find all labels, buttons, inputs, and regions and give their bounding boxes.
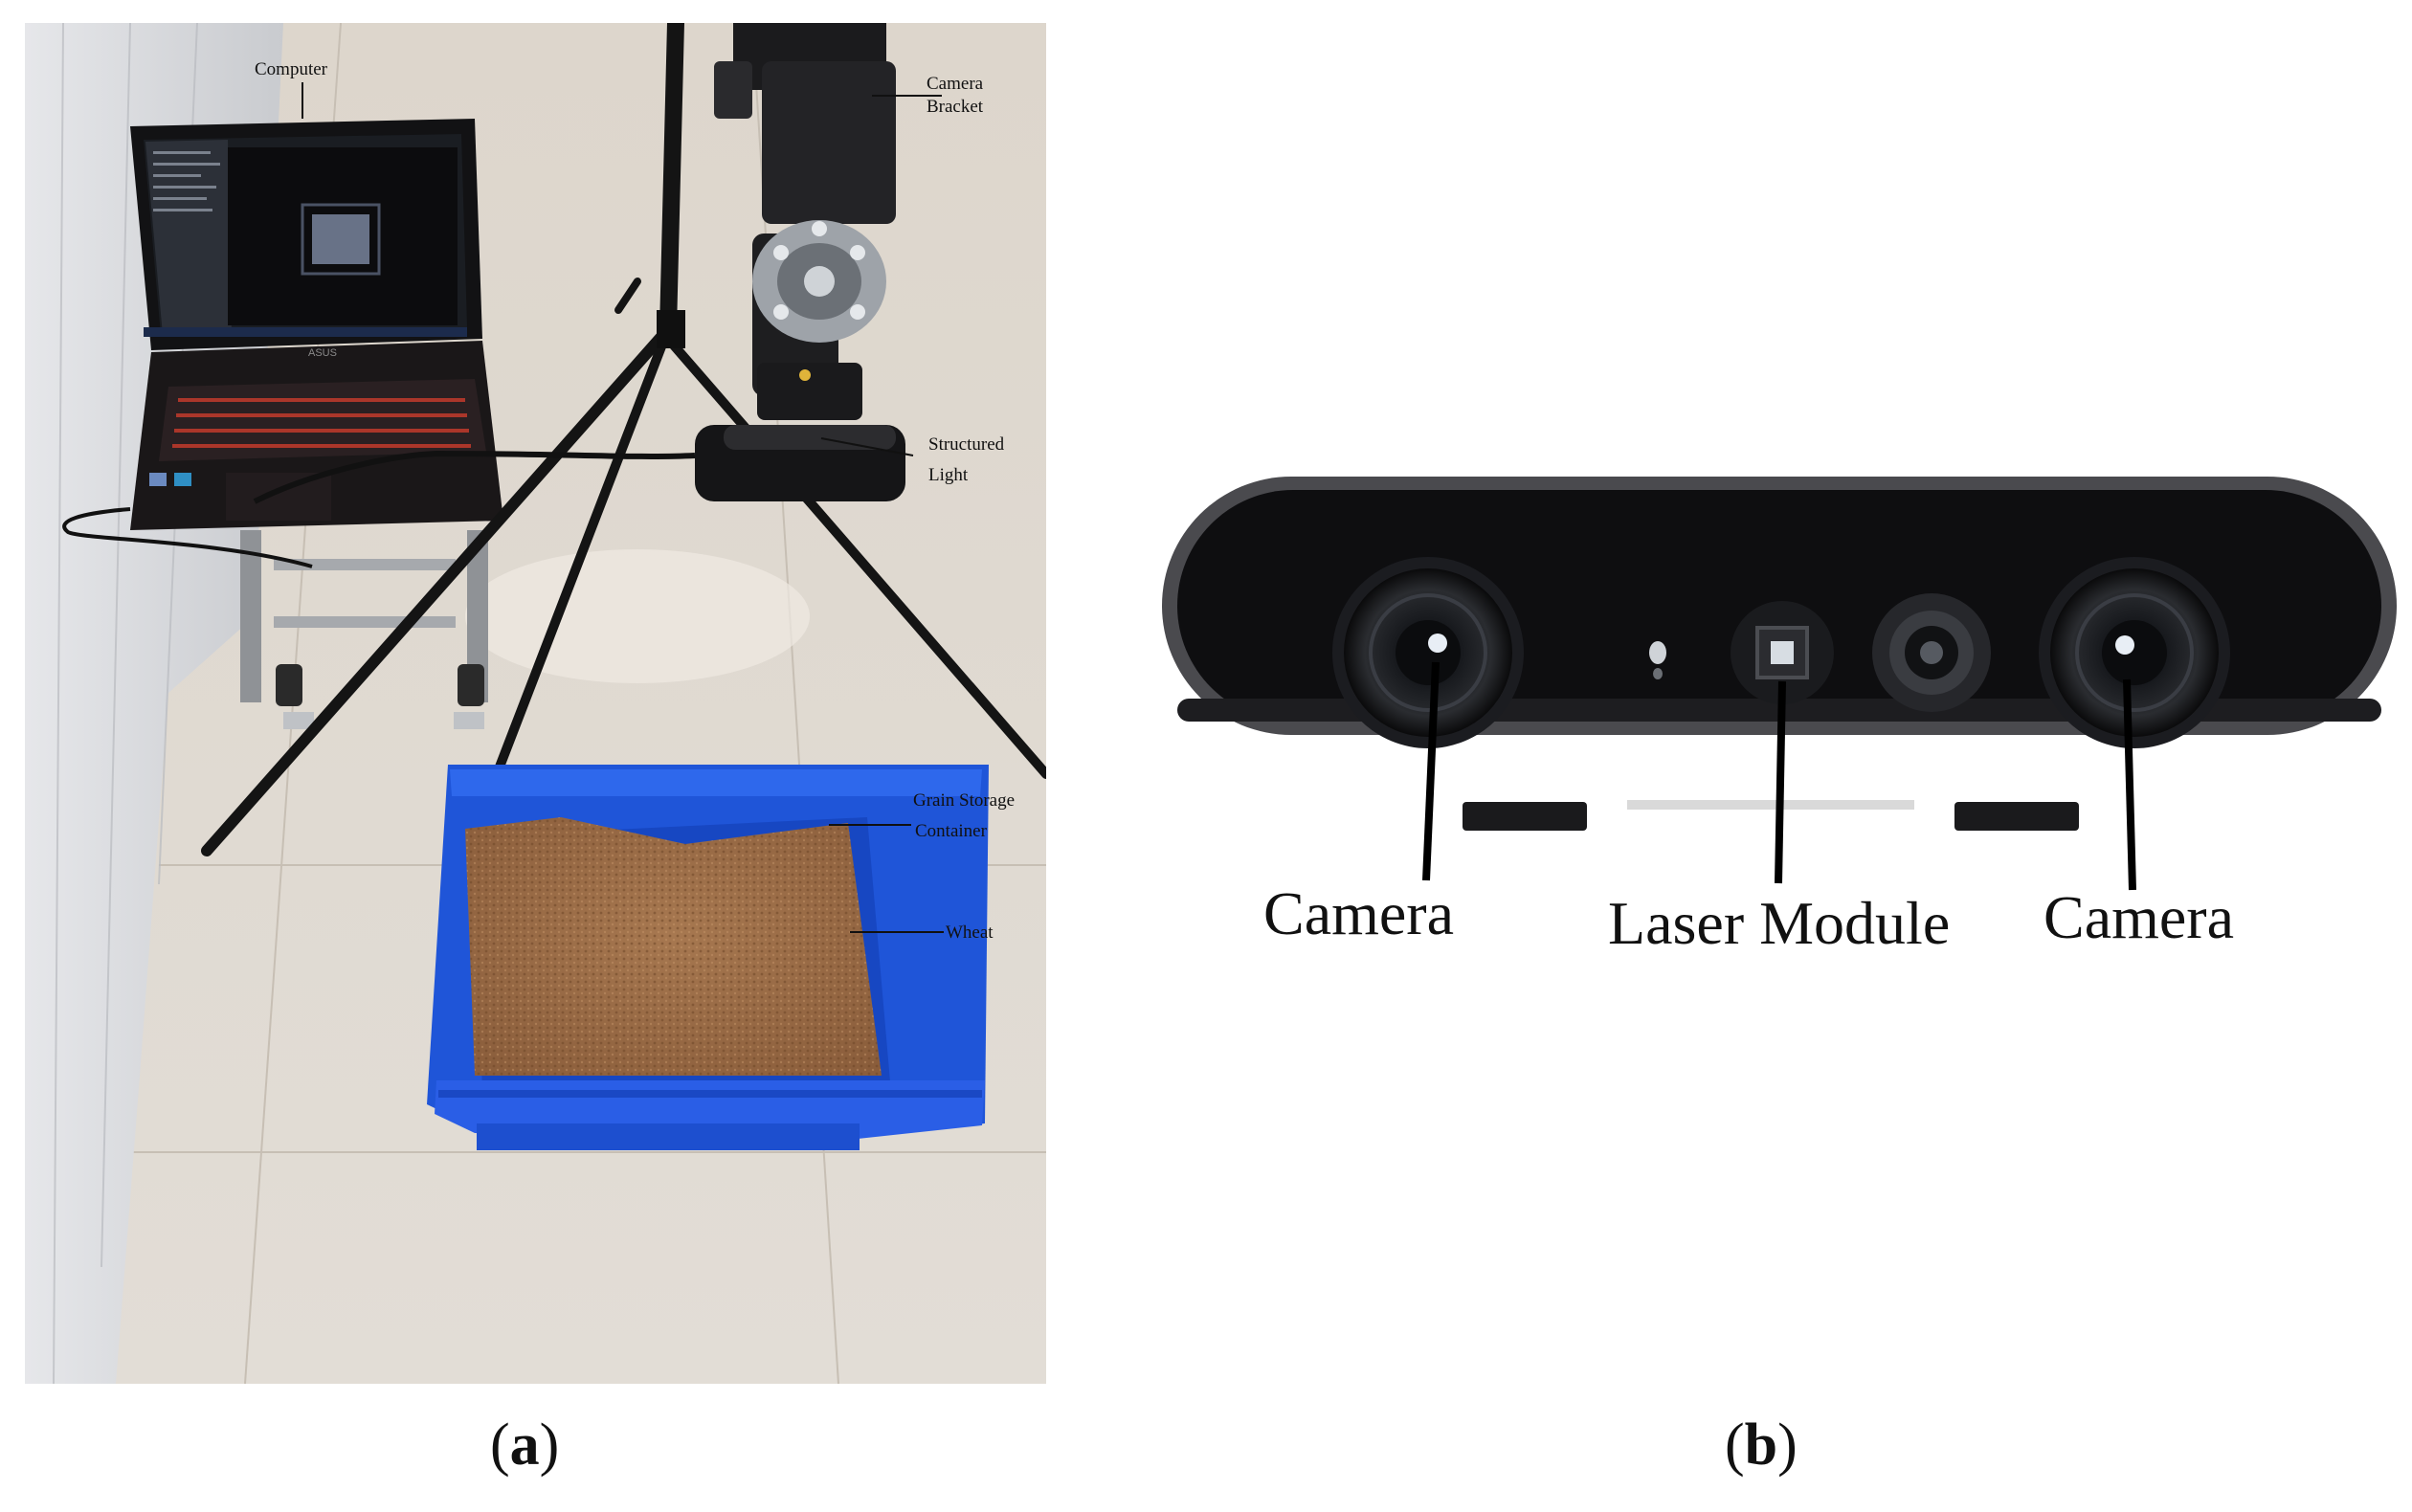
ir-dot [1649, 641, 1666, 679]
camera-foot-right [1954, 802, 2079, 831]
label-camera-right: Camera [2044, 883, 2234, 951]
setup-photo-panel: ASUS [25, 23, 1046, 1384]
floor-reflection [465, 549, 810, 683]
caption-b-open-paren: ( [1725, 1412, 1745, 1478]
camera-bracket [714, 23, 896, 420]
camera-lens-left [1332, 557, 1524, 748]
tripod-head [657, 310, 685, 348]
caption-a: (a) [490, 1412, 559, 1479]
label-grain-storage-line1: Grain Storage [913, 790, 1015, 811]
depth-camera-diagram: Camera Laser Module Camera [1162, 477, 2397, 957]
laptop: ASUS [62, 119, 503, 568]
depth-camera-panel: Camera Laser Module Camera [1149, 402, 2412, 995]
label-structured-light-line2: Light [928, 465, 969, 485]
label-grain-storage-line2: Container [915, 821, 988, 841]
label-wheat: Wheat [946, 923, 994, 943]
setup-photo: ASUS [25, 23, 1046, 1384]
laptop-stand [240, 530, 488, 729]
camera-lens-right [2039, 557, 2230, 748]
label-computer: Computer [255, 59, 328, 79]
camera-foot-left [1463, 802, 1587, 831]
keyboard-backlight [172, 398, 471, 448]
caption-b-close-paren: ) [1777, 1412, 1798, 1478]
caption-b: (b) [1725, 1412, 1798, 1479]
caption-b-letter: b [1744, 1412, 1778, 1478]
caption-a-close-paren: ) [539, 1412, 560, 1478]
caption-a-letter: a [509, 1412, 540, 1478]
tripod [201, 23, 1046, 856]
laser-module [1731, 601, 1834, 704]
grain-storage-bin [427, 765, 989, 1150]
camera-leader-lines [1422, 661, 2136, 891]
annotation-leaders [302, 82, 944, 933]
laptop-brand: ASUS [308, 347, 337, 359]
label-camera-left: Camera [1263, 879, 1454, 947]
label-laser-module: Laser Module [1608, 889, 1950, 957]
label-structured-light-line1: Structured [928, 434, 1005, 455]
caption-a-open-paren: ( [490, 1412, 510, 1478]
rgb-module [1872, 593, 1991, 712]
label-camera-bracket-line2: Bracket [927, 97, 984, 117]
label-camera-bracket-line1: Camera [927, 74, 984, 94]
